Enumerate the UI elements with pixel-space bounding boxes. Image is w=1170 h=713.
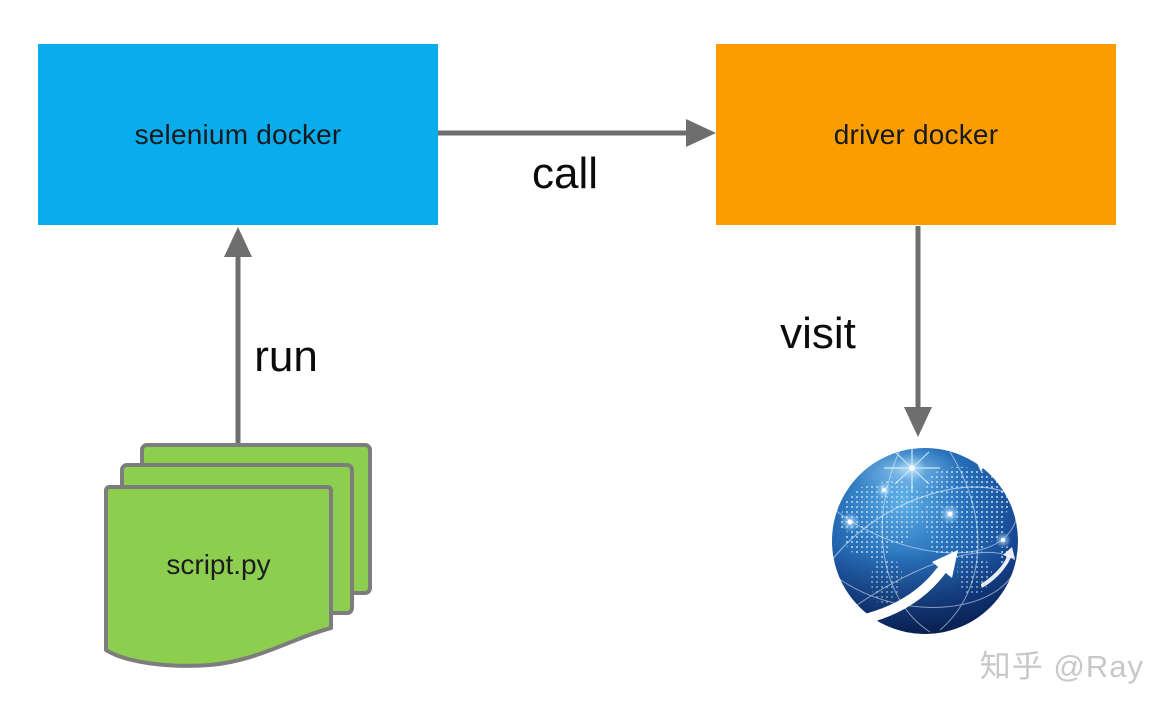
node-driver-docker: driver docker <box>716 44 1116 225</box>
internet-globe-icon <box>832 446 1018 634</box>
node-driver-docker-label: driver docker <box>833 118 999 150</box>
edge-label-call: call <box>531 149 599 198</box>
globe-node-glows <box>840 482 1011 548</box>
document-front <box>104 485 333 668</box>
edge-label-run: run <box>254 332 318 381</box>
globe-starburst <box>884 446 940 492</box>
edge-label-visit: visit <box>780 309 856 358</box>
watermark: 知乎 @Ray <box>979 649 1144 684</box>
node-selenium-docker-label: selenium docker <box>134 118 342 150</box>
node-script-file-label: script.py <box>166 548 271 580</box>
call-arrow <box>438 119 716 147</box>
script-file-stack <box>104 443 372 668</box>
globe-swoosh-arrow <box>856 550 958 625</box>
run-arrow <box>224 227 252 447</box>
node-selenium-docker: selenium docker <box>38 44 438 225</box>
visit-arrow <box>904 226 932 437</box>
globe-small-arrows <box>977 461 1017 587</box>
